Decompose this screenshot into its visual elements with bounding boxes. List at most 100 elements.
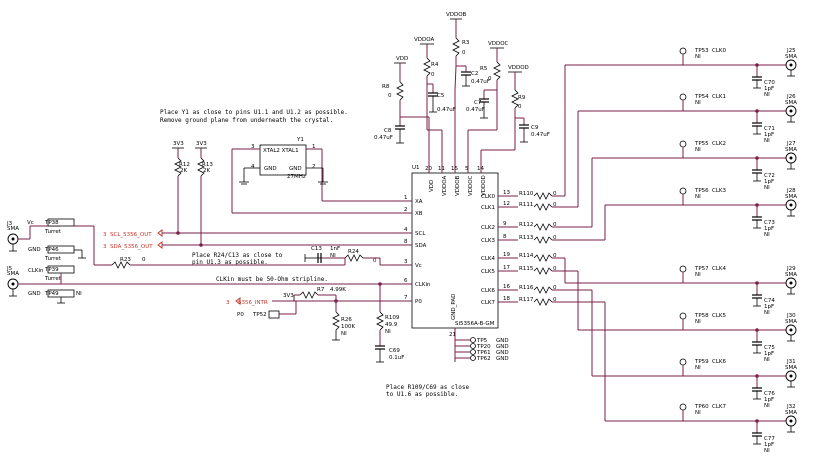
svg-text:1pF: 1pF [764, 442, 774, 448]
r109-value: 49.9 [385, 322, 398, 328]
note-r24-line2: pin U1.3 as possible. [192, 259, 268, 266]
tp46-label: GND [28, 247, 41, 253]
c69-ref: C69 [389, 348, 400, 354]
c8-ref: C8 [384, 128, 392, 134]
svg-text:XB: XB [415, 211, 423, 217]
y1-gnd2: GND [289, 166, 302, 172]
svg-text:NI: NI [695, 410, 701, 416]
svg-text:GND: GND [496, 356, 509, 362]
svg-text:C75: C75 [764, 345, 775, 351]
supply-network: VDDOB R3 0 C2 0.47uF VDDOA R4 0 C5 0.47u… [374, 12, 550, 151]
r26-ni: NI [341, 331, 347, 337]
svg-text:CLK0: CLK0 [712, 48, 727, 54]
y1-pin-labels: XTAL2 XTAL1 [263, 148, 299, 154]
svg-text:C70: C70 [764, 80, 775, 86]
vddoa-label: VDDOA [414, 37, 434, 43]
c9-ref: C9 [531, 125, 539, 131]
svg-text:P0: P0 [415, 299, 422, 305]
svg-text:TP5: TP5 [476, 338, 488, 344]
svg-text:SMA: SMA [785, 365, 797, 371]
u1-pin-xb: 2 XB [392, 207, 423, 217]
svg-text:4: 4 [251, 164, 255, 170]
r4-ref: R4 [431, 62, 439, 68]
svg-text:TP53: TP53 [694, 48, 709, 54]
svg-text:NI: NI [695, 100, 701, 106]
note-r109-line1: Place R109/C69 as close [386, 384, 469, 391]
svg-text:SCL: SCL [415, 231, 426, 237]
svg-text:CLK7: CLK7 [712, 404, 727, 410]
svg-text:NI: NI [764, 232, 770, 238]
u1-pin-scl: 4 SCL [392, 227, 426, 237]
svg-text:R116: R116 [519, 285, 534, 291]
svg-text:CLK6: CLK6 [712, 359, 727, 365]
r12-ref: R12 [179, 162, 190, 168]
svg-text:NI: NI [764, 310, 770, 316]
svg-text:SMA: SMA [785, 147, 797, 153]
vddob-label: VDDOB [446, 12, 467, 18]
svg-text:CLK7: CLK7 [481, 300, 496, 306]
svg-text:17: 17 [503, 265, 510, 271]
svg-text:SMA: SMA [785, 319, 797, 325]
svg-text:R117: R117 [519, 297, 534, 303]
svg-text:J27: J27 [786, 141, 796, 147]
u1-pin-vddoc: 5 VDDOC [465, 130, 474, 196]
svg-text:J26: J26 [786, 94, 796, 100]
svg-text:1: 1 [404, 195, 408, 201]
svg-text:CLK6: CLK6 [481, 288, 496, 294]
j5-ref: J5 [6, 266, 13, 272]
svg-text:R115: R115 [519, 266, 534, 272]
svg-text:18: 18 [503, 296, 510, 302]
crystal-y1: Y1 XTAL2 XTAL1 GND GND 27MHz 3 1 4 2 [231, 137, 392, 214]
note-xtal-line2: Remove ground plane from underneath the … [160, 117, 333, 124]
svg-text:J31: J31 [786, 359, 796, 365]
j3-type: SMA [7, 226, 19, 232]
c13-ref: C13 [311, 246, 322, 252]
tp39-kind: Turret [44, 276, 62, 282]
svg-text:TP57: TP57 [694, 266, 709, 272]
tp49-ni: NI [76, 291, 82, 297]
svg-text:0: 0 [553, 266, 557, 272]
svg-text:16: 16 [503, 284, 510, 290]
svg-text:2: 2 [404, 207, 408, 213]
u1-pin-vddob: 15 VDDOB [451, 90, 461, 196]
c8-value: 0.47uF [374, 135, 393, 141]
svg-text:1pF: 1pF [764, 179, 774, 185]
svg-text:J25: J25 [786, 48, 796, 54]
svg-text:3: 3 [404, 259, 408, 265]
svg-text:CLK1: CLK1 [481, 205, 495, 211]
svg-text:CLK2: CLK2 [712, 141, 726, 147]
tp46-kind: Turret [44, 256, 62, 262]
r109-ni: NI [385, 329, 391, 335]
svg-text:CLK0: CLK0 [481, 194, 496, 200]
svg-text:TP54: TP54 [694, 94, 709, 100]
svg-text:J29: J29 [786, 266, 796, 272]
svg-text:19: 19 [503, 252, 510, 258]
svg-text:1pF: 1pF [764, 132, 774, 138]
r5-ref: R5 [480, 66, 488, 72]
u1-pin-xa: 1 XA [392, 195, 423, 205]
svg-text:J32: J32 [786, 404, 796, 410]
r23-ref: R23 [120, 257, 131, 263]
svg-text:0: 0 [553, 297, 557, 303]
tp39-ref: TP39 [44, 267, 59, 273]
svg-text:0: 0 [553, 202, 557, 208]
svg-text:C74: C74 [764, 298, 775, 304]
c7-ref: C7 [474, 100, 482, 106]
c2-ref: C2 [471, 71, 478, 77]
svg-text:CLK4: CLK4 [712, 266, 727, 272]
svg-text:TP55: TP55 [694, 141, 709, 147]
vdd-label: VDD [396, 56, 408, 62]
svg-text:C77: C77 [764, 436, 775, 442]
svg-text:CLK2: CLK2 [481, 225, 495, 231]
svg-text:2: 2 [312, 164, 316, 170]
c7-value: 0.47uF [466, 107, 485, 113]
svg-text:SMA: SMA [785, 194, 797, 200]
svg-text:NI: NI [764, 403, 770, 409]
